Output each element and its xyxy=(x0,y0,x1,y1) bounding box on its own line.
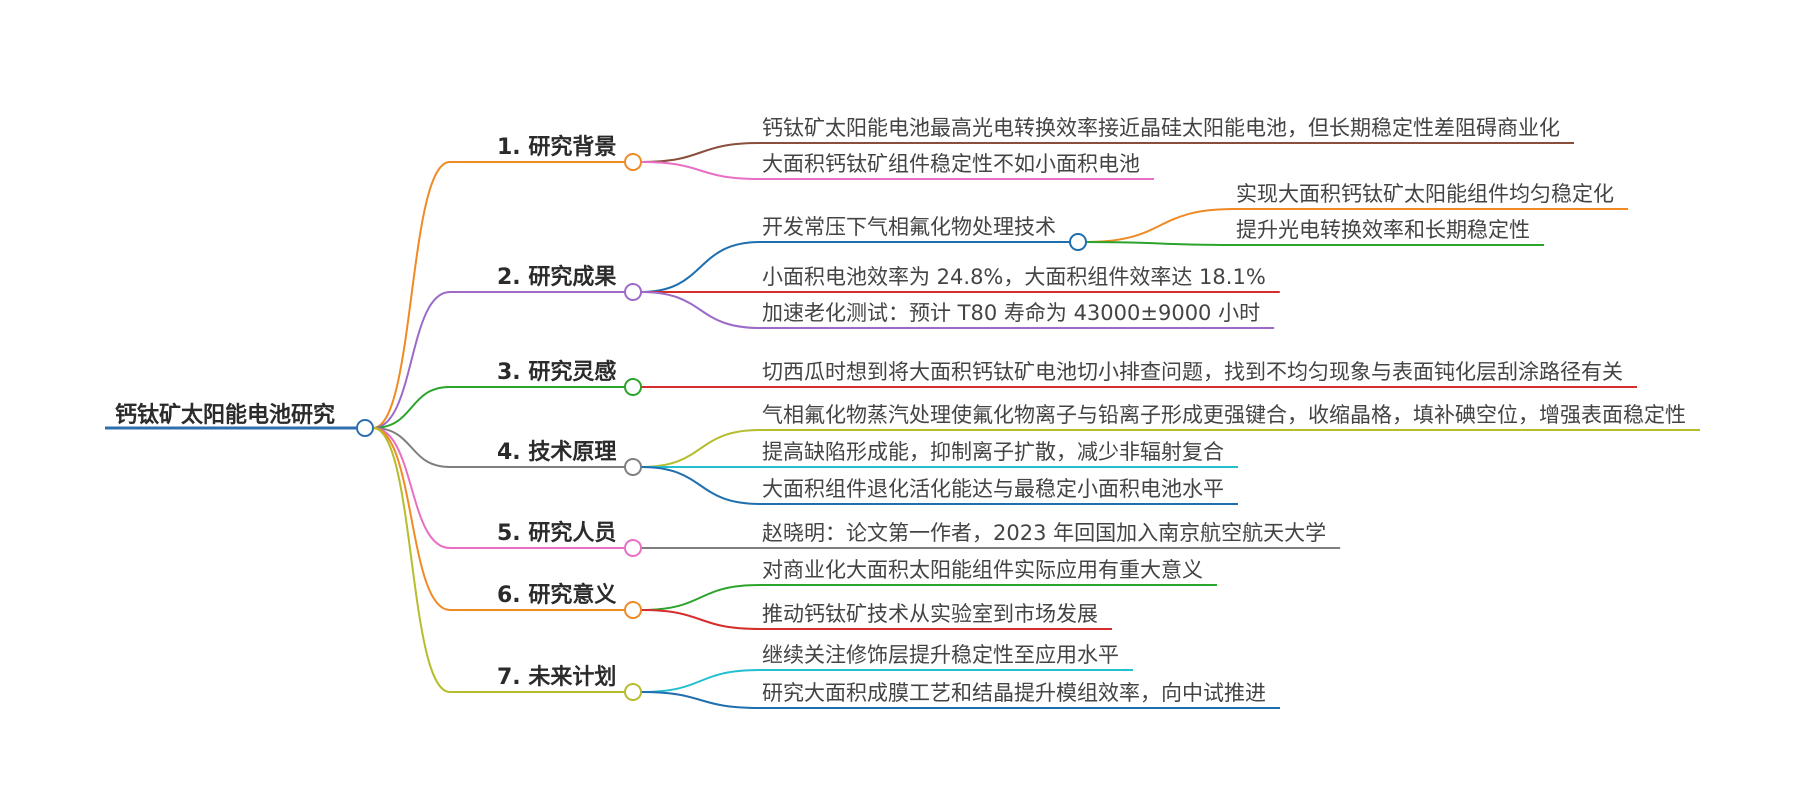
branch-node-circle-2[interactable] xyxy=(624,283,642,301)
connector-branch-7-leaf-1 xyxy=(640,669,761,693)
branch-label-2[interactable]: 2. 研究成果 xyxy=(497,264,616,290)
leaf-label-7-1[interactable]: 继续关注修饰层提升稳定性至应用水平 xyxy=(762,643,1119,667)
connector-root-branch-7 xyxy=(372,427,451,693)
connector-sub-1 xyxy=(1085,208,1235,243)
branch-node-circle-3[interactable] xyxy=(624,378,642,396)
branch-label-4[interactable]: 4. 技术原理 xyxy=(497,440,616,465)
leaf-label-4-1[interactable]: 气相氟化物蒸汽处理使氟化物离子与铅离子形成更强键合，收缩晶格，填补碘空位，增强表… xyxy=(762,403,1686,427)
connector-root-branch-6 xyxy=(372,427,451,611)
leaf-label-1-1[interactable]: 钙钛矿太阳能电池最高光电转换效率接近晶硅太阳能电池，但长期稳定性差阻碍商业化 xyxy=(762,116,1560,140)
leaf-label-2-3[interactable]: 加速老化测试：预计 T80 寿命为 43000±9000 小时 xyxy=(762,301,1260,325)
sub-leaf-label-1[interactable]: 实现大面积钙钛矿太阳能组件均匀稳定化 xyxy=(1236,182,1614,206)
connector-branch-1-leaf-2 xyxy=(640,161,761,180)
root-node-circle[interactable] xyxy=(356,419,374,437)
branch-label-1[interactable]: 1. 研究背景 xyxy=(497,134,616,160)
branch-label-3[interactable]: 3. 研究灵感 xyxy=(497,359,616,385)
branch-label-7[interactable]: 7. 未来计划 xyxy=(497,665,616,690)
leaf-label-4-3[interactable]: 大面积组件退化活化能达与最稳定小面积电池水平 xyxy=(762,477,1224,501)
connector-branch-7-leaf-2 xyxy=(640,691,761,709)
connector-layer xyxy=(105,142,1700,709)
leaf-label-3-1[interactable]: 切西瓜时想到将大面积钙钛矿电池切小排查问题，找到不均匀现象与表面钝化层刮涂路径有… xyxy=(762,360,1623,384)
leaf-label-6-2[interactable]: 推动钙钛矿技术从实验室到市场发展 xyxy=(762,602,1098,626)
leaf-label-1-2[interactable]: 大面积钙钛矿组件稳定性不如小面积电池 xyxy=(762,152,1140,176)
branch-label-5[interactable]: 5. 研究人员 xyxy=(497,520,616,546)
connector-root-branch-2 xyxy=(372,291,451,429)
connector-branch-4-leaf-1 xyxy=(640,429,761,468)
connector-branch-4-leaf-3 xyxy=(640,466,761,505)
branch-label-6[interactable]: 6. 研究意义 xyxy=(497,582,616,608)
connector-branch-6-leaf-1 xyxy=(640,584,761,611)
leaf-label-2-1[interactable]: 开发常压下气相氟化物处理技术 xyxy=(762,215,1056,239)
branch-node-circle-5[interactable] xyxy=(624,539,642,557)
connector-root-branch-4 xyxy=(372,427,451,468)
connector-root-branch-1 xyxy=(372,161,451,429)
connector-root-branch-5 xyxy=(372,427,451,549)
connector-root-branch-3 xyxy=(372,386,451,429)
connector-branch-2-leaf-1 xyxy=(640,241,761,293)
leaf-label-5-1[interactable]: 赵晓明：论文第一作者，2023 年回国加入南京航空航天大学 xyxy=(762,521,1326,545)
leaf-label-6-1[interactable]: 对商业化大面积太阳能组件实际应用有重大意义 xyxy=(762,558,1203,582)
connector-sub-2 xyxy=(1085,241,1235,246)
leaf-label-7-2[interactable]: 研究大面积成膜工艺和结晶提升模组效率，向中试推进 xyxy=(762,681,1266,705)
branch-node-circle-1[interactable] xyxy=(624,153,642,171)
leaf-label-4-2[interactable]: 提高缺陷形成能，抑制离子扩散，减少非辐射复合 xyxy=(762,440,1224,464)
sub-leaf-label-2[interactable]: 提升光电转换效率和长期稳定性 xyxy=(1236,218,1530,242)
leaf-label-2-2[interactable]: 小面积电池效率为 24.8%，大面积组件效率达 18.1% xyxy=(762,265,1266,289)
connector-branch-6-leaf-2 xyxy=(640,609,761,630)
node-layer: 钙钛矿太阳能电池研究 1. 研究背景 钙钛矿太阳能电池最高光电转换效率接近晶硅太阳… xyxy=(115,116,1686,705)
branch-node-circle-4[interactable] xyxy=(624,458,642,476)
root-topic-label[interactable]: 钙钛矿太阳能电池研究 xyxy=(115,402,335,428)
connector-branch-2-leaf-3 xyxy=(640,291,761,329)
branch-node-circle-6[interactable] xyxy=(624,601,642,619)
connector-branch-1-leaf-1 xyxy=(640,142,761,163)
leaf-node-circle-2-1[interactable] xyxy=(1069,233,1087,251)
branch-node-circle-7[interactable] xyxy=(624,683,642,701)
